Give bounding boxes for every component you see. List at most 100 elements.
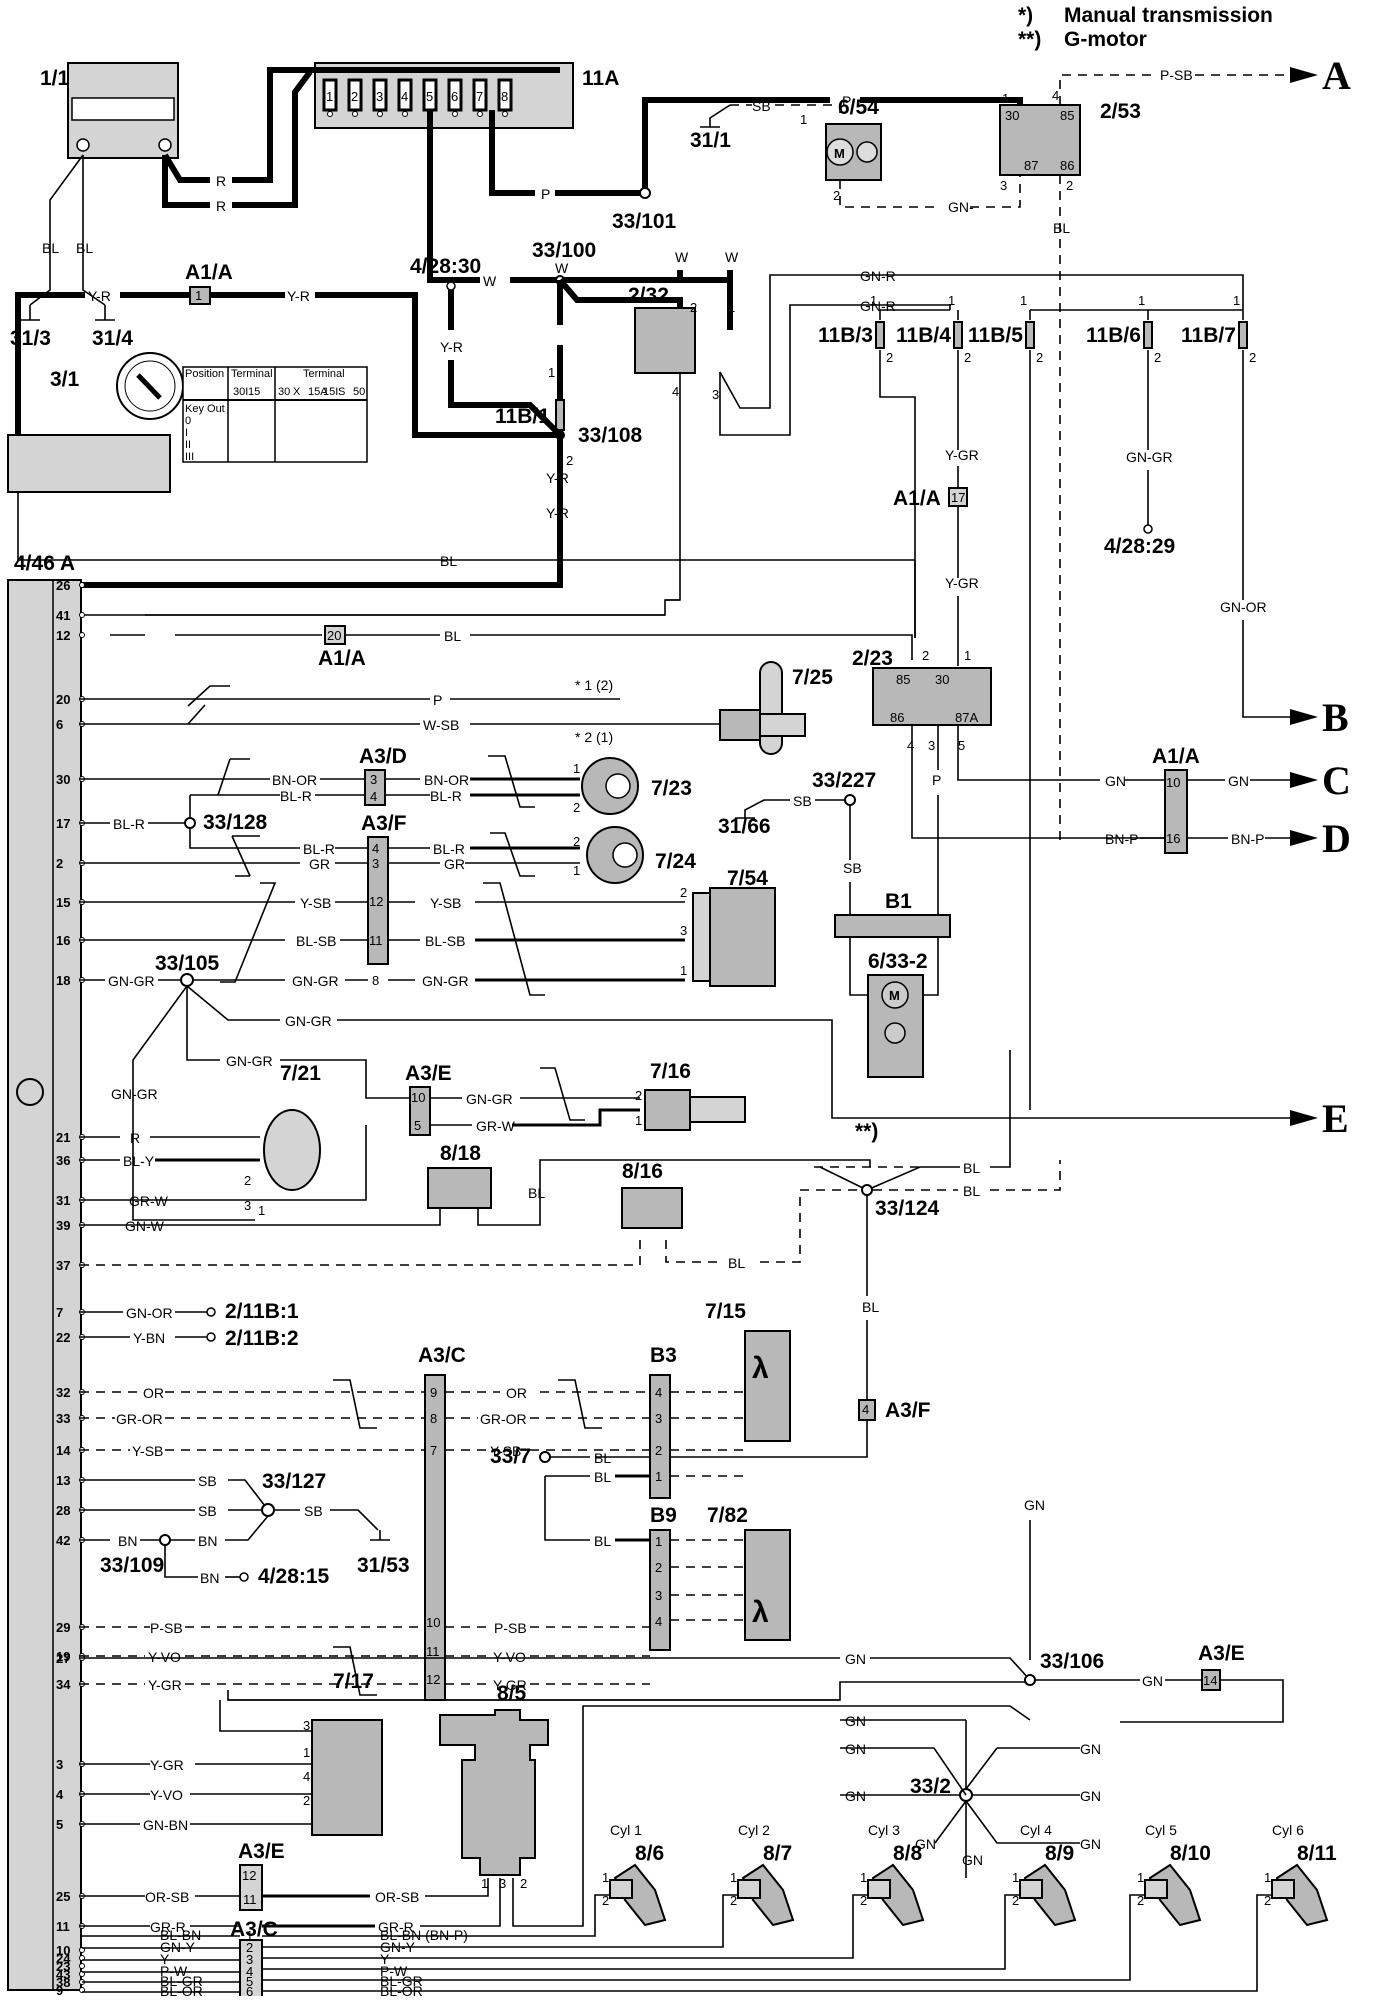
injector-label: 8/11 <box>1297 1842 1337 1865</box>
table-row: I <box>185 427 188 439</box>
lambda-icon: λ <box>752 1352 769 1385</box>
wire-label: BL <box>528 1185 545 1201</box>
label-31-4: 31/4 <box>92 327 133 350</box>
label-a3e-bot: A3/E <box>238 1840 285 1863</box>
wire-label: GN <box>845 1741 866 1757</box>
idle-valve-8-5 <box>439 1709 549 1876</box>
ecu-pin: 13 <box>56 1473 70 1488</box>
table-col: X <box>293 386 301 398</box>
splice-33-109 <box>159 1534 171 1546</box>
label-31-53: 31/53 <box>357 1554 410 1577</box>
pin-label: 2 <box>680 885 687 900</box>
pin-label: 2 <box>1066 178 1073 193</box>
label-2-53: 2/53 <box>1100 100 1141 123</box>
pin-label: 6 <box>246 1984 253 1996</box>
output-c: C <box>1322 758 1351 803</box>
pin-label: 2 <box>860 1893 867 1908</box>
wire-label: GN <box>1228 773 1249 789</box>
note-manual-mark: *) <box>1018 4 1033 27</box>
pin-label: 1 <box>730 1870 737 1885</box>
ecu-pin: 15 <box>56 895 70 910</box>
pin-label: 2 <box>1154 350 1161 365</box>
label-a3e-mid: A3/E <box>405 1062 452 1085</box>
pin-label: 2 <box>573 800 580 815</box>
label-2-23: 2/23 <box>852 647 893 670</box>
gmotor-mark-33-124: **) <box>855 1120 878 1143</box>
wire-label: BL-R <box>280 788 312 804</box>
ecu-pin: 11 <box>56 1919 70 1934</box>
cylinder-label: Cyl 1 <box>610 1822 642 1838</box>
wire-label: Y-VO <box>150 1787 183 1803</box>
connector-a3e-mid <box>409 1086 431 1136</box>
pin-label: 1 <box>655 1469 662 1484</box>
pin-label: 5 <box>414 1118 421 1133</box>
pin-label: 1 <box>1138 293 1145 308</box>
ecu-pin: 24 <box>56 1951 71 1966</box>
wire-label: GN <box>1080 1836 1101 1852</box>
wire-label: BN <box>200 1570 219 1586</box>
wire-label: GN-GR <box>111 1086 158 1102</box>
pin-label: 1 <box>303 1745 310 1760</box>
wire-label: Y-BN <box>133 1330 165 1346</box>
fuse-pin-label: 3 <box>376 89 383 104</box>
fuse <box>953 321 963 349</box>
pin-label: 11 <box>426 1644 440 1659</box>
svg-text:M: M <box>834 146 845 161</box>
wire-label: SB <box>198 1503 217 1519</box>
wire-label: BN <box>198 1533 217 1549</box>
wire-label: W <box>675 249 689 265</box>
pin-label: 4 <box>372 841 379 856</box>
label-a3c-mid: A3/C <box>418 1344 466 1367</box>
wire-label: BL-R <box>113 816 145 832</box>
label-31-1: 31/1 <box>690 129 731 152</box>
wire-label: P <box>932 772 941 788</box>
wire-label: Y-R <box>440 339 463 355</box>
pin-label: 17 <box>951 490 965 505</box>
wire-label: SB <box>793 793 812 809</box>
ecu-pin: 25 <box>56 1889 70 1904</box>
label-fuse: 11B/4 <box>896 324 951 347</box>
wire-label: P <box>541 186 550 202</box>
label-3-1: 3/1 <box>50 368 80 391</box>
pin-label: 1 <box>1020 293 1027 308</box>
pin-label: 1 <box>964 648 971 663</box>
ecu-pin: 10 <box>56 1943 70 1958</box>
wire-label: BL-Y <box>123 1153 155 1169</box>
splice-33-106 <box>1024 1674 1036 1686</box>
arrow-icon <box>1290 830 1318 846</box>
pin-label: 4 <box>246 1964 253 1979</box>
wire-label: OR-SB <box>145 1889 189 1905</box>
wire-label: GN <box>845 1713 866 1729</box>
pin-label: 4 <box>1052 88 1059 103</box>
wire-label: P-SB <box>150 1620 183 1636</box>
label-33-127: 33/127 <box>262 1470 326 1493</box>
pin-label: 2 <box>1137 1893 1144 1908</box>
pin-label: 3 <box>712 387 719 402</box>
wire-label: GN-OR <box>1220 599 1267 615</box>
wire-label: GR-OR <box>480 1411 527 1427</box>
wire-label: GR-R <box>150 1919 186 1935</box>
wire-label: R <box>216 198 226 214</box>
lambda-icon: λ <box>752 1596 769 1629</box>
pin-label: 2 <box>602 1893 609 1908</box>
injector-label: 8/9 <box>1045 1842 1074 1865</box>
wire-label: BL <box>594 1469 611 1485</box>
wire-label: GN-OR <box>126 1305 173 1321</box>
fuse-slot <box>447 78 463 112</box>
pin-label: 2 <box>690 300 697 315</box>
label-33-105: 33/105 <box>155 952 220 975</box>
ecu-pin: 41 <box>56 608 70 623</box>
ecu-pin: 9 <box>56 1983 63 1996</box>
ecu-pin: 28 <box>56 1503 70 1518</box>
wire-label: BL <box>594 1533 611 1549</box>
pin-label: 2 <box>730 1893 737 1908</box>
ecu-pin: 29 <box>56 1620 70 1635</box>
wire-label: GN <box>1142 1673 1163 1689</box>
pin-label: 1 <box>573 863 580 878</box>
pin-label: 3 <box>1000 178 1007 193</box>
table-col: 30I <box>233 386 248 398</box>
wire-label: W <box>725 249 739 265</box>
label-1-1: 1/1 <box>40 67 70 90</box>
